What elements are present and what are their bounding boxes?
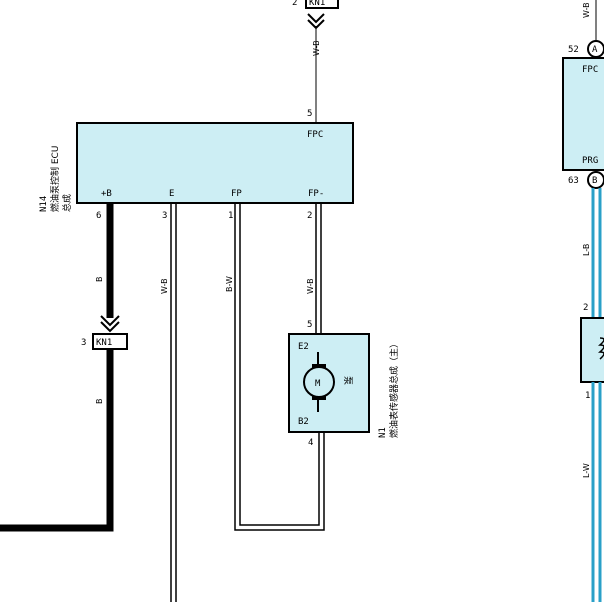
wire-fp-outer [234, 204, 325, 531]
pump-label: 泵 [342, 376, 353, 385]
right-wire-lower-color: L-W [582, 463, 591, 478]
pin-e-number: 3 [162, 211, 167, 221]
connector-left-chevron [100, 315, 120, 333]
wire-plus-b-lower-color: B [95, 399, 104, 405]
connector-top-pin: 2 [292, 0, 297, 8]
motor-icon [303, 366, 335, 398]
ecu-pin-e: E [169, 189, 174, 199]
right-pin-top: FPC [582, 65, 598, 75]
ecu-name-line1: 燃油泵控制 ECU [49, 146, 61, 212]
pump-e2-number: 5 [307, 320, 312, 330]
right-pin-bottom-number: 63 [568, 176, 579, 186]
pin-fp-minus-number: 2 [307, 211, 312, 221]
connector-top-box [305, 0, 339, 9]
coil-box [580, 317, 604, 383]
marker-b [587, 171, 604, 189]
ecu-box [76, 122, 354, 204]
wire-plus-b-lower [0, 350, 114, 532]
motor-label: M [315, 379, 321, 389]
pin-plus-b-number: 6 [96, 211, 101, 221]
ecu-pin-fp-minus: FP- [308, 189, 324, 199]
pump-pin-b2: B2 [298, 417, 309, 427]
ecu-pin-fpc: FPC [307, 130, 323, 140]
right-wire-upper-color: L-B [582, 244, 591, 256]
connector-top-chevron [307, 13, 325, 30]
right-pin-top-number: 52 [568, 45, 579, 55]
coil-pin-top: 2 [583, 303, 588, 313]
wire-fp-inner [239, 204, 320, 526]
connector-left-box [92, 333, 128, 350]
wire-fp-color: B-W [225, 276, 234, 292]
right-module-box [562, 57, 604, 171]
wire-plus-b-upper-color: B [95, 277, 104, 283]
marker-a-label: A [592, 45, 598, 55]
connector-left-label: KN1 [96, 338, 112, 348]
pump-pin-e2: E2 [298, 342, 309, 352]
ecu-name-line2: 总成 [61, 194, 73, 212]
pump-name: 燃油表传感器总成（主） [388, 339, 400, 438]
pump-b2-number: 4 [308, 438, 313, 448]
wire-top-color: W-B [312, 40, 321, 56]
pin-fp-number: 1 [228, 211, 233, 221]
connector-top-label: KN1 [309, 0, 325, 8]
ecu-pin-fp: FP [231, 189, 242, 199]
ecu-pin-plus-b: +B [101, 189, 112, 199]
pump-id: N1 [378, 427, 388, 438]
right-pin-bottom: PRG [582, 156, 598, 166]
coil-pin-bottom: 1 [585, 391, 590, 401]
pin-fpc-number: 5 [307, 109, 312, 119]
ecu-id: N14 [39, 196, 49, 212]
marker-b-label: B [592, 176, 597, 186]
connector-left-pin: 3 [81, 338, 86, 348]
wire-fp-minus-color: W-B [306, 278, 315, 294]
right-top-wire-color: W-B [582, 2, 591, 18]
wire-e-color: W-B [160, 278, 169, 294]
